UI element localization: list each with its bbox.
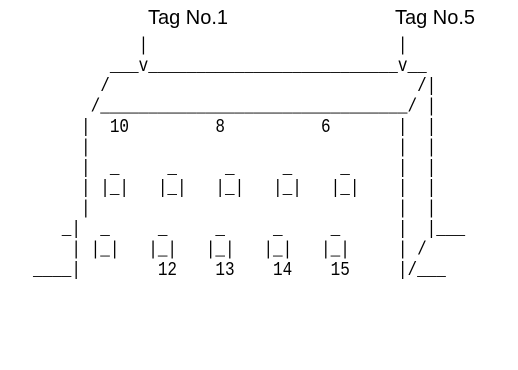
ascii-line: | |_| |_| |_| |_| |_| | | <box>33 177 437 200</box>
ascii-line: _| _ _ _ _ _ | |___ <box>33 218 466 241</box>
ascii-line: | 10 8 6 | | <box>33 116 437 138</box>
ascii-line: /________________________________/ | <box>33 96 437 118</box>
ascii-line: | | <box>33 34 408 57</box>
ascii-line: | _ _ _ _ _ | | <box>33 157 437 179</box>
ascii-line: | | | <box>33 136 437 159</box>
ascii-line: | | | <box>33 198 437 220</box>
ascii-box-drawing: | | ___v__________________________v__ / … <box>33 34 466 281</box>
ascii-line: ____| 12 13 14 15 |/___ <box>33 259 446 281</box>
tag-label-1: Tag No.1 <box>148 7 229 29</box>
ascii-line: | |_| |_| |_| |_| |_| | / <box>33 238 427 261</box>
ascii-line: ___v__________________________v__ <box>33 55 427 77</box>
ascii-line: / /| <box>33 75 437 98</box>
tag-label-5: Tag No.5 <box>395 7 476 29</box>
